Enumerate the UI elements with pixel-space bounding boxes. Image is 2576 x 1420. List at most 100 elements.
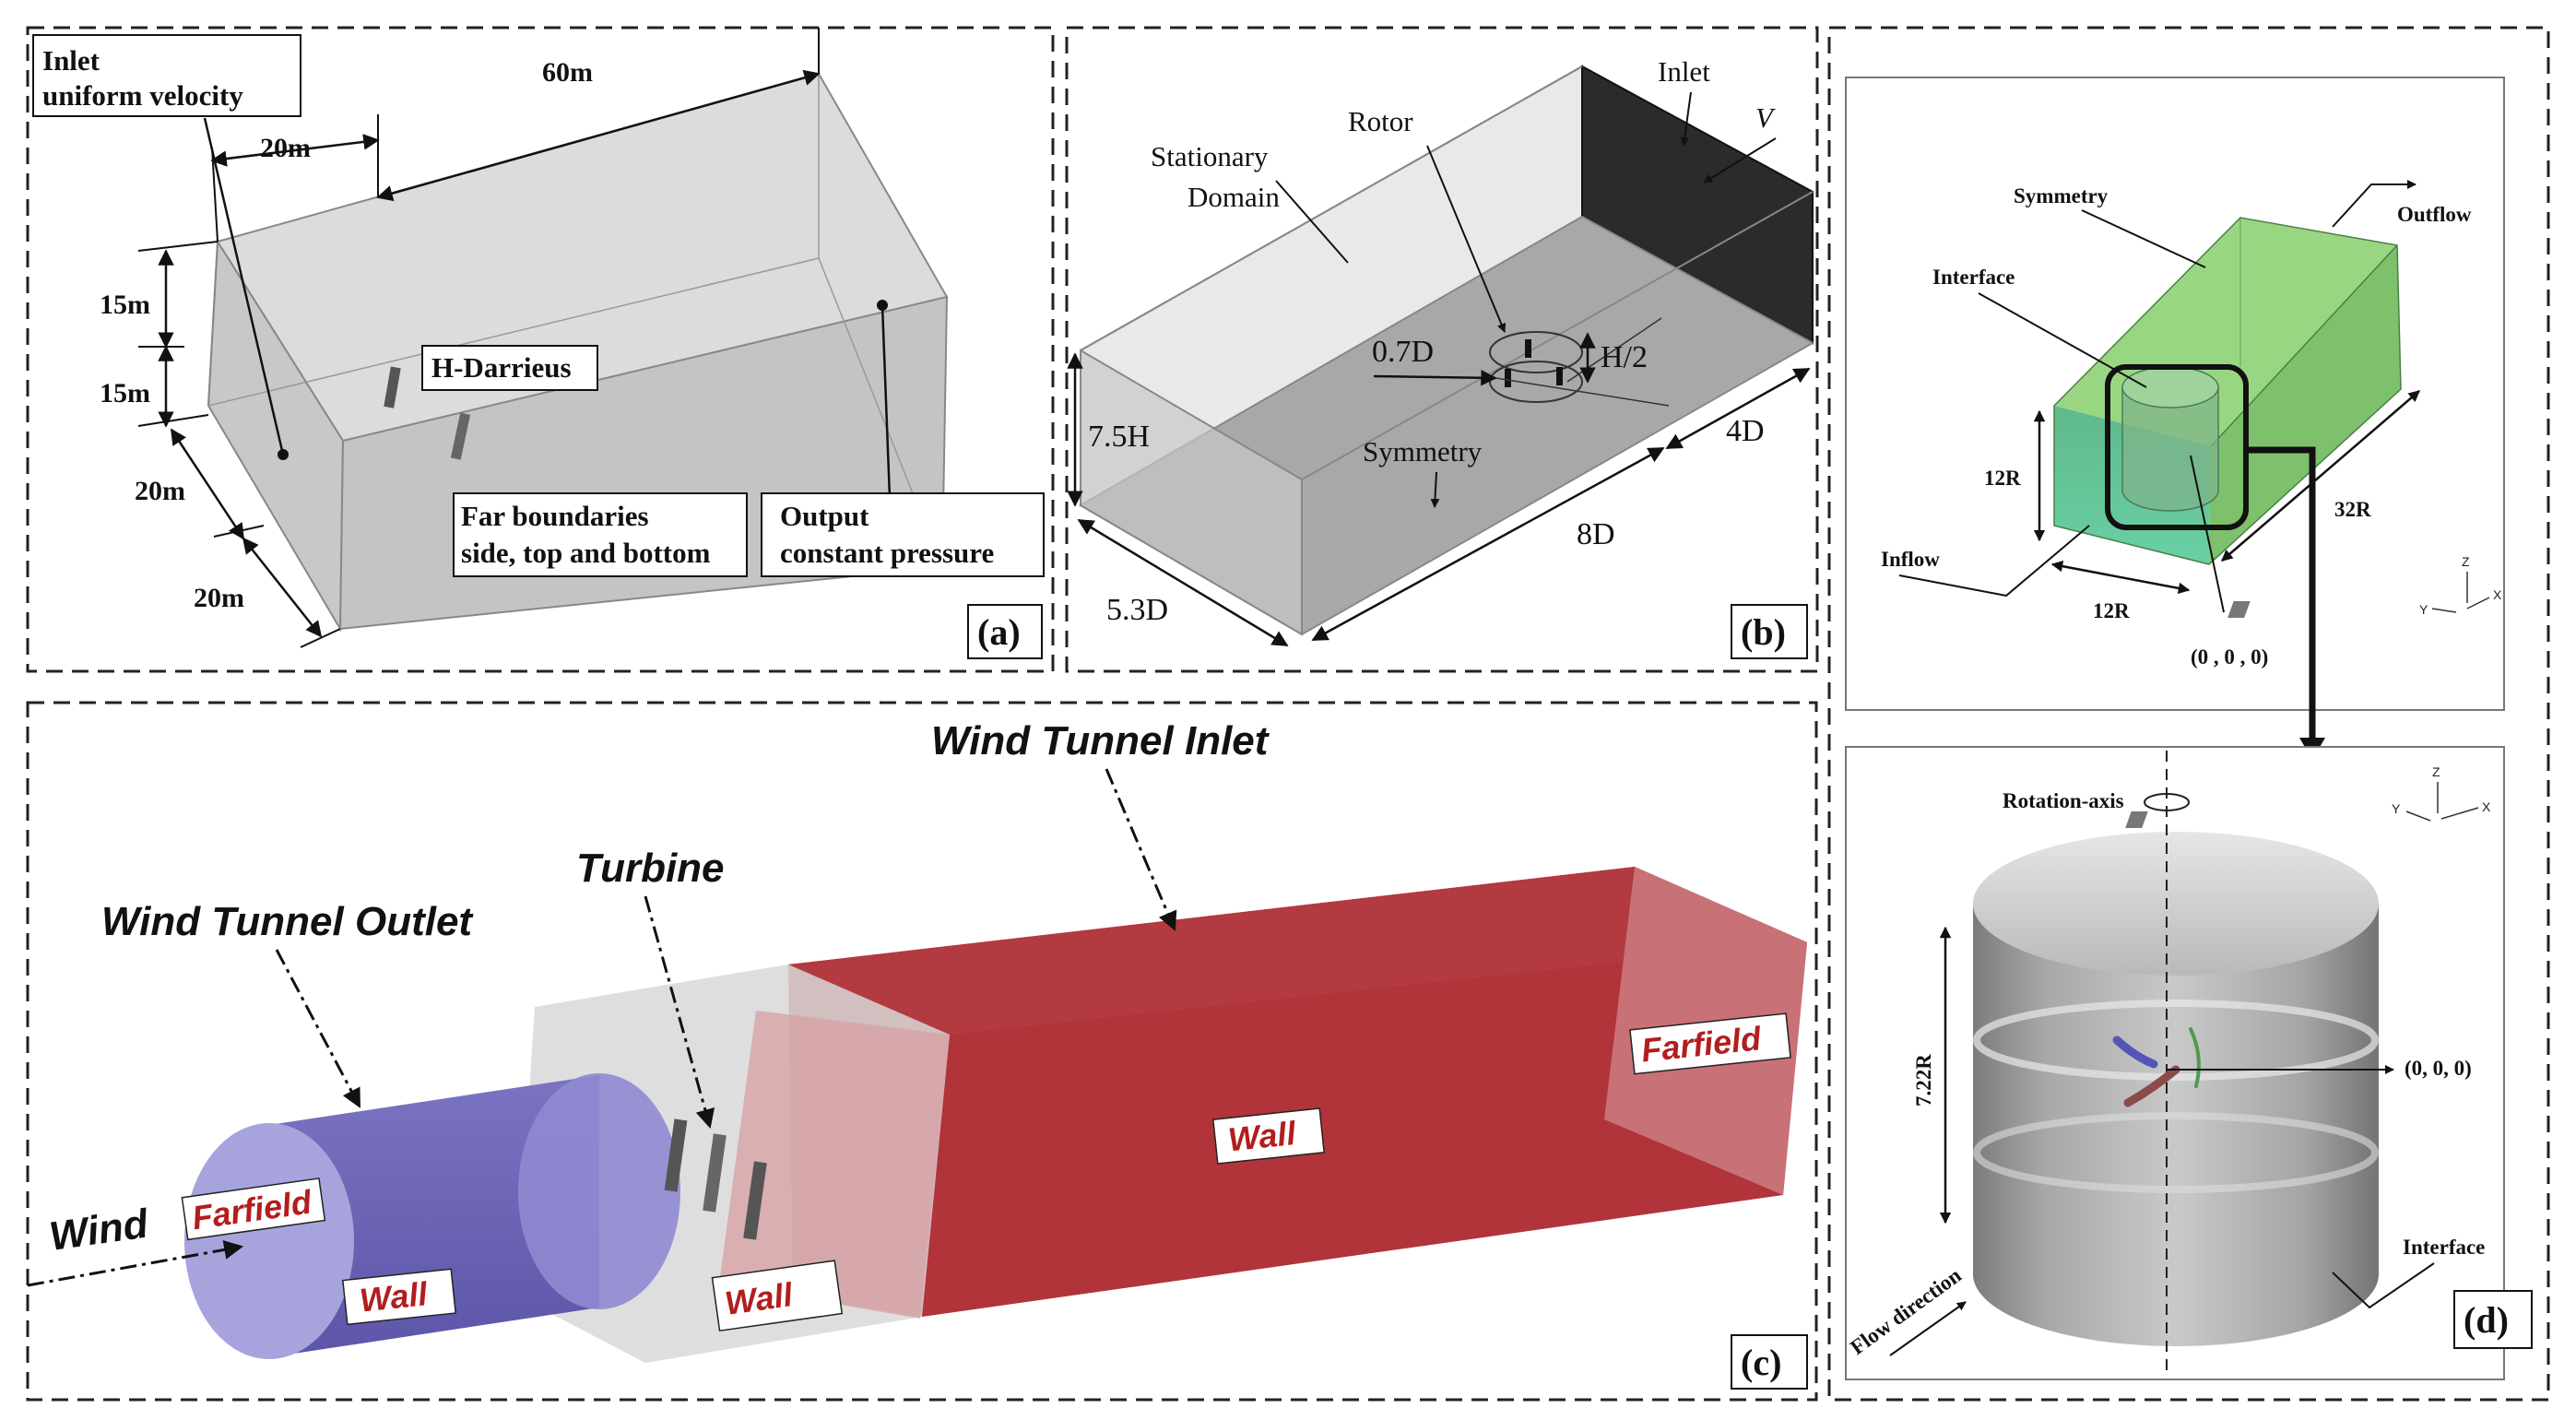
- panel-d-tag: (d): [2464, 1299, 2509, 1341]
- back-top-edge: [1080, 65, 1583, 351]
- dim-53d-arrow: [1077, 518, 1289, 647]
- origin-top-label: (0 , 0 , 0): [2191, 645, 2268, 669]
- dim-left-ext-5: [300, 628, 341, 648]
- wind-arrow: [27, 1240, 244, 1287]
- dim-left-ext-3: [137, 414, 209, 427]
- wind-tunnel-inlet-label: Wind Tunnel Inlet: [931, 718, 1270, 763]
- outflow-label: Outflow: [2397, 203, 2472, 226]
- dim-4d-arrow: [1665, 367, 1811, 450]
- dim-32r-arrow: [2221, 390, 2420, 562]
- wall-blue-tag: Wall: [342, 1268, 457, 1326]
- rotor-blade-a: [1525, 339, 1531, 358]
- turbine-c-leader: [644, 895, 715, 1130]
- domain-label: Domain: [1188, 181, 1280, 213]
- rotation-axis-label: Rotation-axis: [2003, 789, 2124, 812]
- dim-12r-v-label: 12R: [1984, 467, 2021, 490]
- inlet-leader: [203, 117, 285, 456]
- axis-y-top: Y: [2419, 602, 2428, 617]
- axis-y-bottom: Y: [2392, 801, 2401, 816]
- dim-20m-top-line: [210, 134, 380, 167]
- wind-label: Wind: [47, 1201, 152, 1260]
- panel-b-tag-box: [1731, 604, 1808, 659]
- output-label: Output: [780, 500, 869, 532]
- axis-x-bottom: X: [2482, 799, 2491, 814]
- stationary-leader: [1275, 180, 1349, 264]
- interface-cylinder-top-cap: [1973, 832, 2379, 976]
- panel-b-frame: [1065, 26, 1819, 673]
- outlet-leader: [880, 304, 892, 499]
- inlet-label-box: [32, 34, 301, 117]
- farfield-right-tag: Farfield: [1629, 1012, 1791, 1075]
- origin-bottom-label: (0, 0, 0): [2405, 1057, 2472, 1080]
- h-darrieus-label: H-Darrieus: [431, 351, 572, 384]
- origin-top-leader: [2190, 455, 2225, 613]
- dim-12r-h-label: 12R: [2093, 599, 2130, 622]
- inlet-b-label: Inlet: [1658, 55, 1710, 88]
- dim-60m-line: [376, 69, 821, 202]
- panel-b: Stationary Domain Rotor Inlet V 0.7D H/2…: [1065, 26, 1819, 673]
- stationary-label: Stationary: [1151, 140, 1269, 172]
- wall-blue-text: Wall: [358, 1274, 430, 1319]
- far-boundaries-box: [453, 492, 748, 577]
- panel-c-tag-box: [1731, 1334, 1808, 1390]
- h-darrieus-blade-2: [450, 412, 471, 460]
- inlet-tunnel-top: [788, 867, 1807, 1035]
- blade-blue: [2112, 1035, 2158, 1069]
- panel-c: Wind Tunnel Inlet Wind Tunnel Outlet Tur…: [26, 701, 1818, 1402]
- dim-20m-top-label: 20m: [260, 133, 311, 163]
- axes-triad-bottom: Z X Y: [2125, 764, 2491, 828]
- dim-15m-a-label: 15m: [100, 290, 150, 320]
- velocity-arrow: [1703, 137, 1777, 183]
- dim-20m-left-line: [170, 428, 245, 540]
- inlet-sub-label: uniform velocity: [42, 79, 243, 112]
- box-hidden-edge: [207, 257, 820, 407]
- wall-red-text: Wall: [1226, 1114, 1298, 1159]
- rotor-label: Rotor: [1348, 105, 1413, 137]
- axes-triad-top: Z X Y: [2227, 554, 2502, 618]
- axis-z-top: Z: [2462, 554, 2470, 569]
- interface-cylinder-top: [2121, 387, 2219, 512]
- outlet-c-leader: [275, 949, 361, 1108]
- turbine-blade-2: [703, 1133, 727, 1213]
- rotor-blade-b: [1505, 369, 1511, 387]
- dim-20m-left-label: 20m: [135, 476, 185, 506]
- velocity-label: V: [1755, 101, 1776, 134]
- panel-c-tag: (c): [1741, 1342, 1781, 1383]
- panel-a: Inlet uniform velocity 60m 20m 15m 15m 2…: [26, 26, 1055, 673]
- turbine-blade-1: [664, 1118, 688, 1192]
- inflow-leader: [1898, 525, 2090, 598]
- output-label-box: [761, 492, 1045, 577]
- dim-07d-label: 0.7D: [1372, 335, 1434, 369]
- output-sub: constant pressure: [780, 537, 994, 569]
- inflow-label: Inflow: [1881, 548, 1940, 571]
- dim-53d-label: 5.3D: [1106, 593, 1168, 627]
- rotation-symbol: [2144, 793, 2190, 811]
- outflow-arrow: [2332, 180, 2416, 228]
- outlet-cylinder-inner-end: [518, 1073, 680, 1309]
- cylinder-ring-upper: [1973, 1000, 2379, 1081]
- dim-20m-bottom-line: [242, 537, 323, 638]
- inlet-label: Inlet: [42, 44, 100, 77]
- h-darrieus-label-box: [421, 345, 598, 391]
- axis-x-top: X: [2493, 587, 2502, 602]
- panel-d: Symmetry Outflow Interface 12R 12R 32R I…: [1827, 26, 2550, 1402]
- symmetry-d-leader: [2081, 209, 2206, 268]
- symmetry-d-label: Symmetry: [2014, 184, 2109, 207]
- box-edge: [207, 241, 219, 407]
- dim-15m-b-label: 15m: [100, 378, 150, 408]
- dim-8d-label: 8D: [1577, 517, 1615, 551]
- flow-direction-arrow: [1889, 1301, 1967, 1356]
- interface-top-leader: [1978, 292, 2147, 388]
- inlet-c-leader: [1105, 768, 1177, 931]
- panel-d-frame: [1827, 26, 2550, 1402]
- interface-top-label: Interface: [1932, 266, 2015, 289]
- wall-grey-text: Wall: [723, 1275, 796, 1322]
- dim-32r-label: 32R: [2334, 498, 2371, 521]
- dim-h2-label: H/2: [1601, 340, 1648, 374]
- interface-bottom-label: Interface: [2403, 1236, 2485, 1259]
- panel-b-tag: (b): [1741, 611, 1786, 653]
- blade-red: [2123, 1065, 2180, 1107]
- panel-c-frame: [26, 701, 1818, 1402]
